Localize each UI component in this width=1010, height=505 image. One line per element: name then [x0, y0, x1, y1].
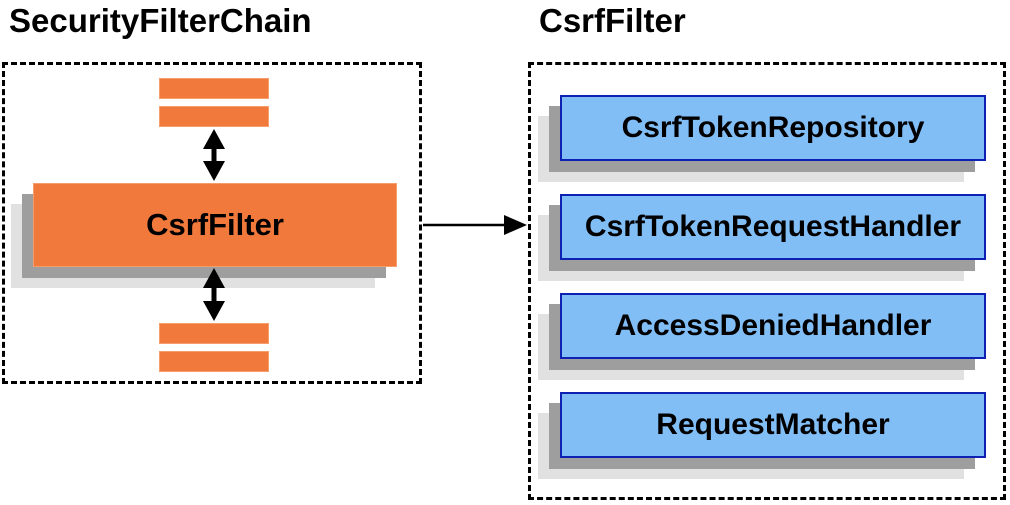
csrf-filter-node-face: CsrfFilter [33, 183, 397, 267]
csrf-filter-node: CsrfFilter [11, 183, 397, 288]
csrf-filter-node-label: CsrfFilter [146, 207, 284, 242]
csrf-token-repository-label: CsrfTokenRepository [621, 111, 925, 144]
csrf-token-request-handler-face: CsrfTokenRequestHandler [560, 194, 986, 260]
filter-placeholder-bar-bottom-1 [159, 323, 269, 344]
csrf-filter-title: CsrfFilter [539, 2, 686, 39]
request-matcher-label: RequestMatcher [656, 408, 890, 441]
security-filter-chain-title: SecurityFilterChain [9, 2, 312, 39]
security-filter-chain-container [2, 62, 422, 384]
access-denied-handler-face: AccessDeniedHandler [560, 293, 986, 359]
request-matcher-node: RequestMatcher [538, 392, 986, 479]
access-denied-handler-node: AccessDeniedHandler [538, 293, 986, 380]
filter-placeholder-bar-top-1 [159, 78, 269, 99]
flow-arrow-icon [423, 215, 527, 235]
csrf-token-repository-face: CsrfTokenRepository [560, 95, 986, 161]
csrf-filter-container [528, 62, 1006, 500]
filter-placeholder-bar-bottom-2 [159, 351, 269, 372]
request-matcher-face: RequestMatcher [560, 392, 986, 458]
csrf-token-repository-node: CsrfTokenRepository [538, 95, 986, 182]
access-denied-handler-label: AccessDeniedHandler [614, 309, 932, 342]
csrf-token-request-handler-node: CsrfTokenRequestHandler [538, 194, 986, 281]
csrf-token-request-handler-label: CsrfTokenRequestHandler [584, 210, 962, 243]
filter-placeholder-bar-top-2 [159, 106, 269, 127]
